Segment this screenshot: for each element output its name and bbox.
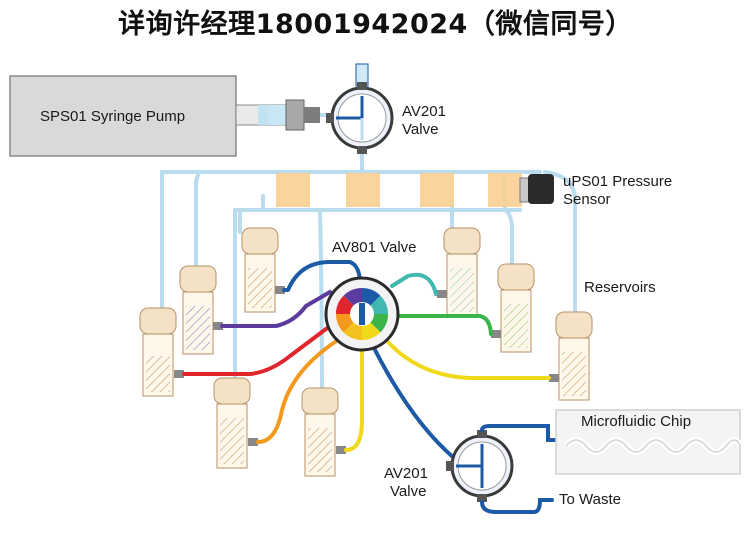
reservoir-yellow (549, 311, 593, 401)
colored-tubing (182, 260, 551, 460)
manifold-junctions (276, 173, 522, 207)
reservoir-red (139, 307, 184, 397)
av201-top-label-1: AV201 (402, 103, 446, 120)
contact-banner: 详询许经理18001942024（微信同号） (118, 9, 633, 40)
tube-yellow (386, 340, 551, 380)
reservoirs-label: Reservoirs (584, 279, 656, 296)
tube-orange (256, 338, 340, 444)
av201-bottom-valve: AV201 Valve To Waste (384, 424, 621, 514)
tube-teal (390, 272, 438, 296)
av201-bottom-label-1: AV201 (384, 465, 428, 482)
tube-blue (282, 260, 362, 292)
tube-purple (220, 290, 332, 328)
tube-to-chip-valve (370, 342, 456, 460)
reservoir-yellow-mid (301, 387, 346, 477)
av201-top-label-2: Valve (402, 121, 438, 138)
av801-label: AV801 Valve (332, 239, 417, 256)
sensor-label-2: Sensor (563, 191, 611, 208)
tube-green (396, 314, 493, 336)
pump-label: SPS01 Syringe Pump (40, 108, 185, 125)
sensor-label-1: uPS01 Pressure (563, 173, 672, 190)
reservoir-green (491, 263, 535, 353)
reservoir-blue (241, 227, 285, 313)
pressure-sensor: uPS01 Pressure Sensor (519, 173, 672, 208)
reservoirs: Reservoirs (139, 227, 656, 477)
waste-label: To Waste (559, 491, 621, 508)
reservoir-purple (179, 265, 223, 355)
chip-label: Microfluidic Chip (581, 413, 691, 430)
manifold-tubing (160, 153, 577, 394)
microfluidic-chip: Microfluidic Chip (555, 409, 743, 475)
tube-red (182, 324, 332, 376)
reservoir-orange (213, 377, 258, 469)
av801-valve: AV801 Valve (324, 239, 417, 352)
av201-bottom-label-2: Valve (390, 483, 426, 500)
tube-yellow-mid (344, 350, 364, 452)
av201-top-valve: AV201 Valve (326, 63, 446, 154)
syringe-pump: SPS01 Syringe Pump (9, 75, 332, 157)
reservoir-teal (437, 227, 481, 317)
